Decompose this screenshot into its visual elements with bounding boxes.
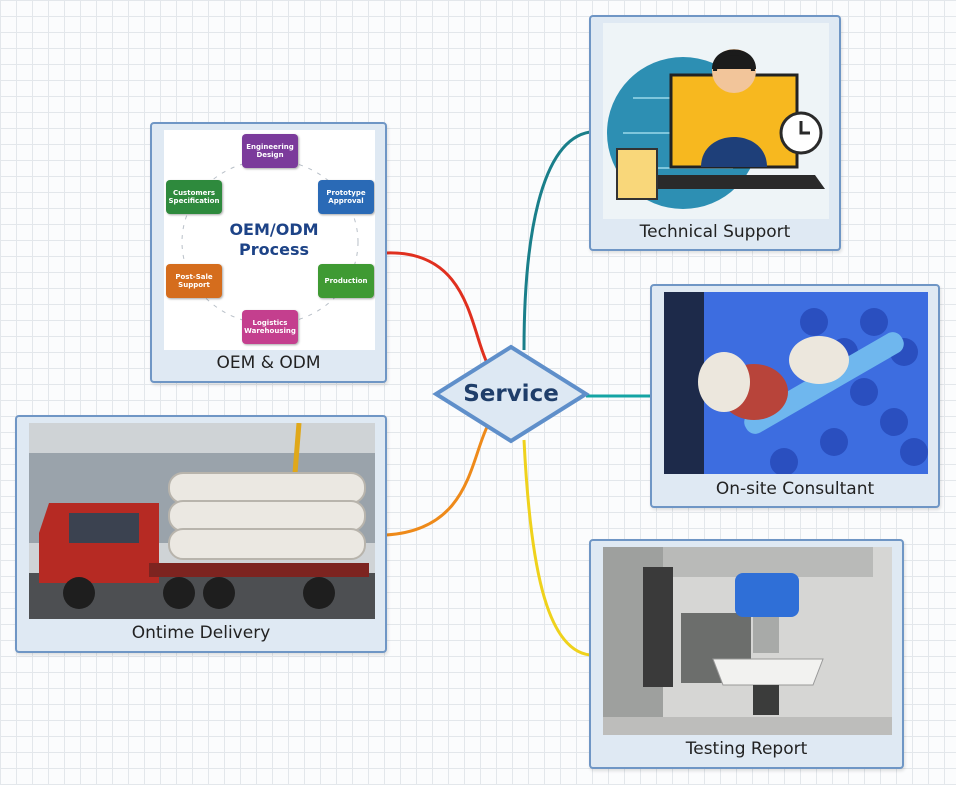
pipe-cutting-illustration — [664, 292, 928, 474]
truck-illustration — [29, 423, 375, 619]
testing-machine-illustration — [603, 547, 892, 735]
testing-report-node[interactable]: Testing Report — [589, 539, 904, 769]
oem-process-title: OEM/ODM Process — [229, 220, 319, 259]
step-customers-specification: Customers Specification — [166, 180, 222, 214]
technical-support-illustration — [603, 23, 829, 219]
ontime-delivery-caption: Ontime Delivery — [131, 623, 271, 643]
connector-delivery — [385, 424, 490, 537]
connector-technical — [522, 130, 591, 351]
delivery-truck-photo — [29, 423, 375, 619]
technical-support-node[interactable]: Technical Support — [589, 15, 841, 251]
onsite-consultant-node[interactable]: On-site Consultant — [650, 284, 940, 508]
connector-testing — [522, 439, 591, 657]
onsite-consultant-photo — [664, 292, 928, 474]
oem-odm-caption: OEM & ODM — [216, 353, 321, 373]
oem-odm-process-diagram: OEM/ODM Process Engineering Design Proto… — [164, 130, 375, 350]
oem-odm-node[interactable]: OEM/ODM Process Engineering Design Proto… — [150, 122, 387, 383]
connector-oem — [385, 251, 490, 366]
testing-machine-photo — [603, 547, 892, 735]
ontime-delivery-node[interactable]: Ontime Delivery — [15, 415, 387, 653]
onsite-consultant-caption: On-site Consultant — [715, 479, 875, 499]
step-logistics-warehousing: Logistics Warehousing — [242, 310, 298, 344]
center-label[interactable]: Service — [463, 381, 559, 407]
headset-agent-icon — [607, 49, 825, 209]
step-prototype-approval: Prototype Approval — [318, 180, 374, 214]
testing-report-caption: Testing Report — [685, 739, 808, 759]
step-post-sale-support: Post-Sale Support — [166, 264, 222, 298]
center-diamond[interactable] — [432, 344, 590, 444]
technical-support-caption: Technical Support — [639, 222, 791, 242]
step-engineering-design: Engineering Design — [242, 134, 298, 168]
step-production: Production — [318, 264, 374, 298]
